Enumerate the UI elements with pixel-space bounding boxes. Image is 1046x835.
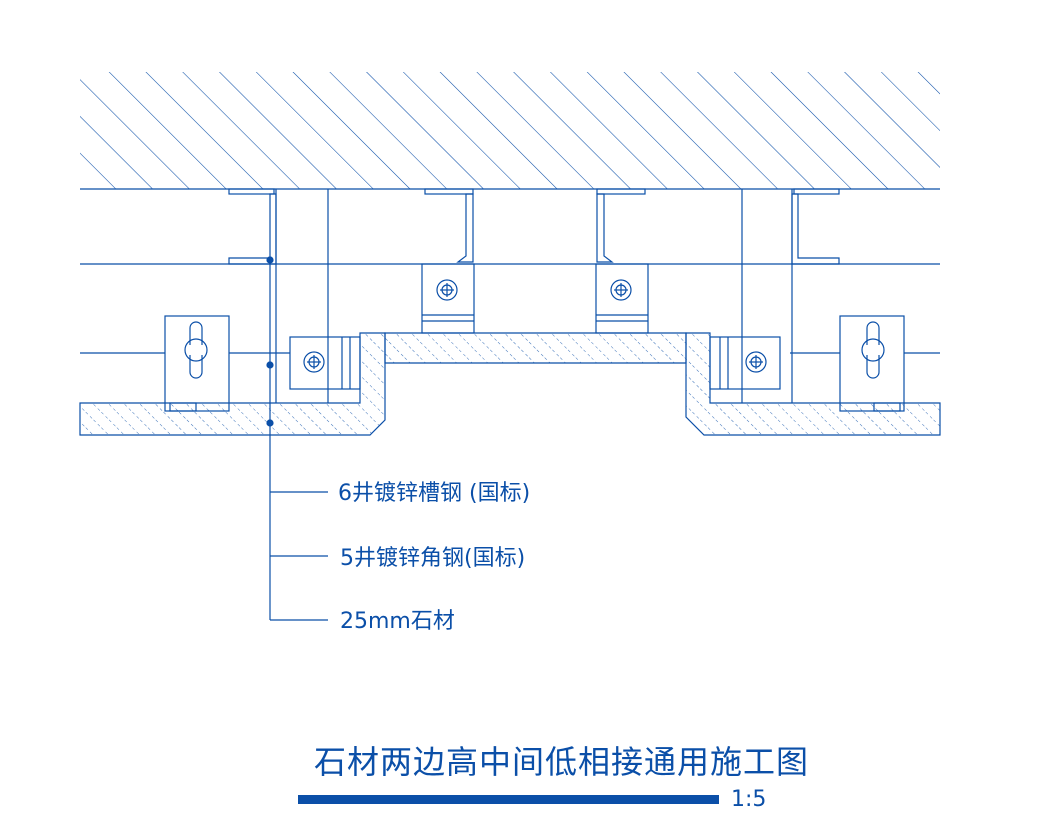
bracket-center-right — [595, 263, 649, 334]
channel-steel-center-left — [424, 188, 474, 263]
stone-left — [79, 332, 386, 436]
bracket-center-left — [421, 263, 475, 334]
stone-right — [685, 332, 941, 436]
drawing-title: 石材两边高中间低相接通用施工图 — [314, 743, 810, 781]
label-angle-steel: 5井镀锌角钢(国标) — [340, 546, 526, 571]
channel-steel-left — [228, 188, 277, 265]
hanger-left — [164, 315, 230, 412]
angle-steel-verticals — [275, 189, 793, 403]
channel-steel-right — [791, 188, 840, 265]
hanger-right — [839, 315, 905, 412]
channel-steel-center-right — [596, 188, 646, 263]
bracket-left-edge — [289, 336, 361, 390]
label-channel-steel: 6井镀锌槽钢 (国标) — [338, 481, 531, 506]
title-underline — [298, 795, 719, 804]
scale-label: 1:5 — [731, 787, 767, 812]
label-stone: 25mm石材 — [340, 609, 455, 634]
stone-middle — [384, 332, 687, 364]
bracket-right-edge — [709, 336, 781, 390]
leader-line — [266, 256, 328, 621]
concrete-slab — [80, 72, 940, 190]
